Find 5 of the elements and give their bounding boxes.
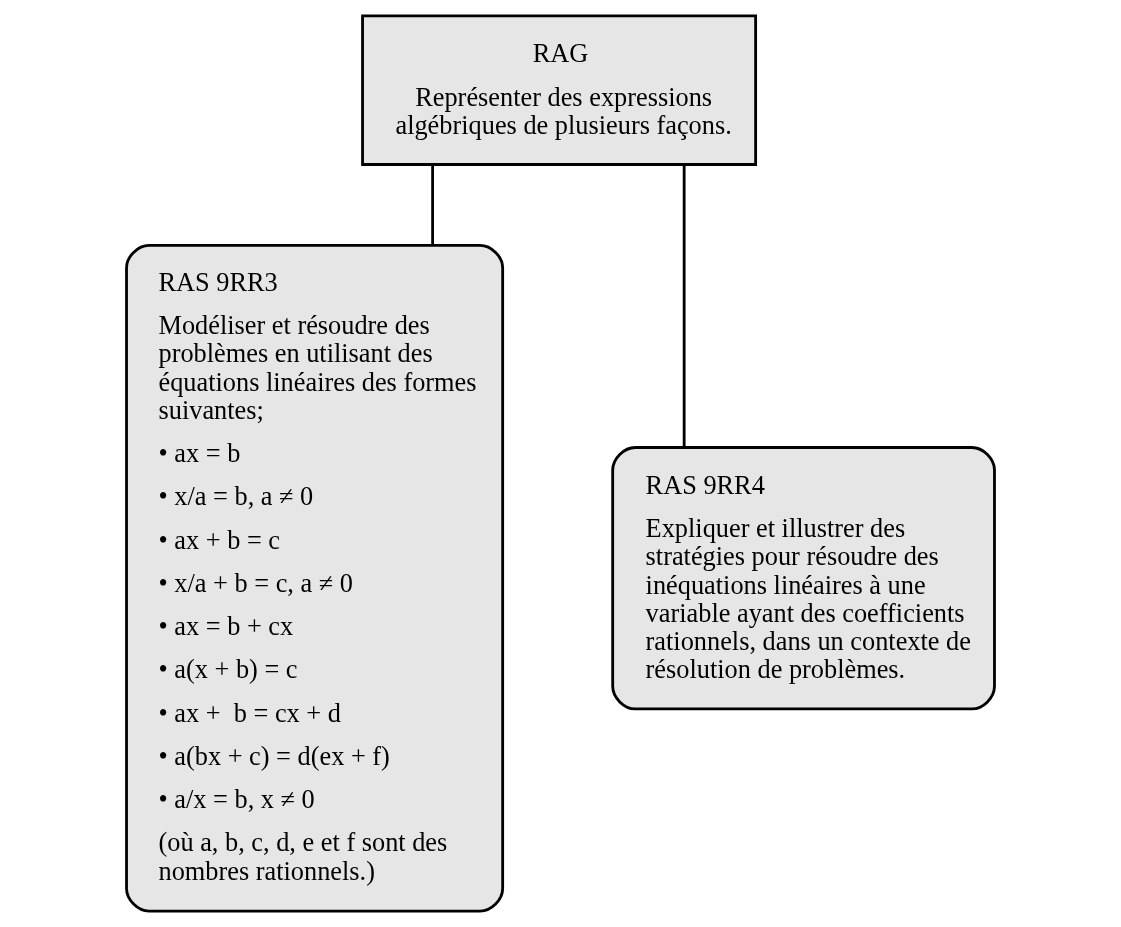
connector (431, 164, 435, 246)
node-box: RAG Représenter des expressions algébriques de plusieurs façons. (361, 14, 758, 166)
node-box: RAS 9RR4 Expliquer et illustrer des stratégies pour résoudre des inéquations linéaires à une variable ayant des coefficients rationnels, dans un contexte de résolution de problèmes. (611, 446, 996, 711)
connector (682, 164, 686, 448)
node-box: RAS 9RR3 Modéliser et résoudre des problèmes en utilisant des équations linéaires des formes suivantes; • ax = b • x/a = b, a ≠ 0 • ax + b = c • x/a + b = c, a ≠ 0 • ax = b + cx • a(x + b) = c • ax + b = cx + d • a(bx + c) = d(ex + f) • a/x = b, x ≠ 0 (où a, b, c, d, e et f sont des nombres rationnels.) (125, 243, 505, 913)
